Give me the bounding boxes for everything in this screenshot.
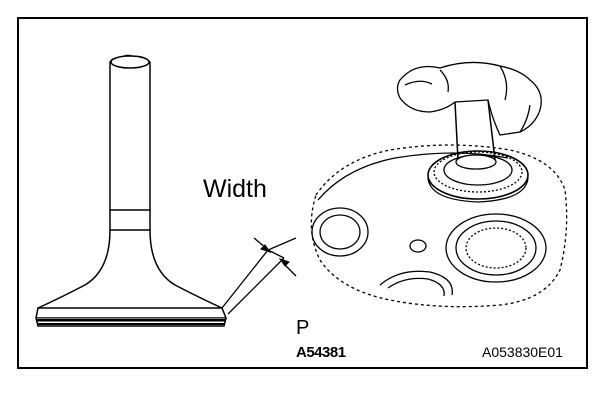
valve-illustration — [35, 54, 228, 327]
port-bottom — [379, 270, 453, 296]
leader-line — [221, 237, 297, 315]
valve-neck — [37, 229, 223, 309]
figure-reference: A053830E01 — [482, 344, 563, 360]
lapping-tool-shaft — [454, 99, 496, 161]
valve-being-lapped — [427, 150, 529, 200]
hand — [396, 61, 542, 136]
figure-code: A54381 — [296, 344, 346, 361]
width-arrow-bottom — [283, 263, 297, 277]
valve-seat-right — [445, 213, 547, 283]
valve-stem-band — [109, 209, 151, 231]
valve-head — [35, 307, 228, 319]
cylinder-head-body — [310, 144, 568, 308]
port-left — [311, 207, 369, 257]
point-label: P — [296, 317, 310, 339]
width-indicator — [221, 237, 297, 315]
center-hole — [409, 239, 427, 253]
cylinder-head-illustration — [310, 61, 568, 308]
width-label: Width — [203, 175, 267, 203]
valve-stem — [109, 62, 151, 210]
